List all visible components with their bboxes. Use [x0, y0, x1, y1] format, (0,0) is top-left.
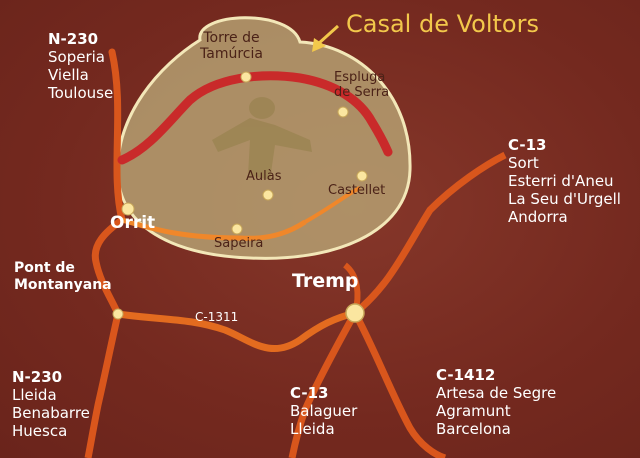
- dest-soperia: Soperia: [48, 48, 105, 66]
- road-c13-north: [352, 151, 507, 316]
- dot-tremp: [345, 303, 365, 323]
- dot-aulas: [262, 189, 274, 201]
- dest-andorra: Andorra: [508, 208, 568, 226]
- dest-huesca: Huesca: [12, 422, 68, 440]
- label-castellet: Castellet: [328, 183, 386, 198]
- road-orrit-west: [91, 217, 125, 316]
- dest-barcelona: Barcelona: [436, 420, 511, 438]
- dot-espluga: [337, 106, 349, 118]
- road-block-sw: N-230 Lleida Benabarre Huesca: [12, 368, 90, 440]
- label-torre-tamurcia: Torre de Tamúrcia: [200, 30, 263, 62]
- dest-agramunt: Agramunt: [436, 402, 511, 420]
- road-c13-south: [288, 311, 359, 458]
- dot-sapeira: [231, 223, 243, 235]
- road-castellet: [304, 186, 361, 224]
- dest-balaguer: Balaguer: [290, 402, 358, 420]
- dot-orrit: [121, 202, 135, 216]
- label-pont-de-montanyana: Pont de Montanyana: [14, 260, 112, 294]
- vulture-icon: [212, 97, 312, 180]
- dest-benabarre: Benabarre: [12, 404, 90, 422]
- road-code-c13-north: C-13: [508, 136, 547, 154]
- road-block-nw: N-230 Soperia Viella Toulouse: [48, 30, 113, 102]
- dest-viella: Viella: [48, 66, 89, 84]
- road-n230-north: [108, 48, 126, 224]
- road-block-ne: C-13 Sort Esterri d'Aneu La Seu d'Urgell…: [508, 136, 621, 226]
- label-torre-line1: Torre de: [203, 30, 260, 46]
- label-espluga-line1: Espluga: [334, 70, 386, 85]
- road-code-n230-south: N-230: [12, 368, 63, 386]
- road-main-red: [117, 71, 393, 165]
- dest-lleida-sw: Lleida: [12, 386, 57, 404]
- map-title: Casal de Voltors: [346, 10, 539, 38]
- label-espluga-line2: de Serra: [334, 85, 390, 100]
- dest-toulouse: Toulouse: [48, 84, 114, 102]
- label-pont-line2: Montanyana: [14, 277, 112, 293]
- dot-tamurcia: [240, 71, 252, 83]
- dest-lleida-s: Lleida: [290, 420, 335, 438]
- road-code-c13-south: C-13: [290, 384, 329, 402]
- arrow-icon: [312, 24, 340, 52]
- road-block-s: C-13 Balaguer Lleida: [290, 384, 357, 438]
- road-sapeira: [121, 217, 307, 241]
- label-tremp: Tremp: [292, 270, 359, 292]
- label-orrit: Orrit: [110, 213, 156, 233]
- label-espluga-de-serra: Espluga de Serra: [334, 70, 389, 100]
- label-c1311: C-1311: [195, 310, 239, 324]
- dest-esterri: Esterri d'Aneu: [508, 172, 614, 190]
- label-aulas: Aulàs: [246, 169, 282, 184]
- road-n230-south: [84, 313, 122, 458]
- road-code-c1412: C-1412: [436, 366, 496, 384]
- road-block-se: C-1412 Artesa de Segre Agramunt Barcelon…: [436, 366, 556, 438]
- label-torre-line2: Tamúrcia: [200, 46, 263, 62]
- dot-castellet: [356, 170, 368, 182]
- road-c1412: [351, 311, 447, 458]
- dest-la-seu: La Seu d'Urgell: [508, 190, 621, 208]
- road-code-n230-north: N-230: [48, 30, 99, 48]
- dest-sort: Sort: [508, 154, 539, 172]
- label-sapeira: Sapeira: [214, 236, 264, 251]
- dest-artesa: Artesa de Segre: [436, 384, 557, 402]
- road-c1311: [117, 309, 356, 353]
- label-pont-line1: Pont de: [14, 260, 75, 276]
- dot-pont: [112, 308, 124, 320]
